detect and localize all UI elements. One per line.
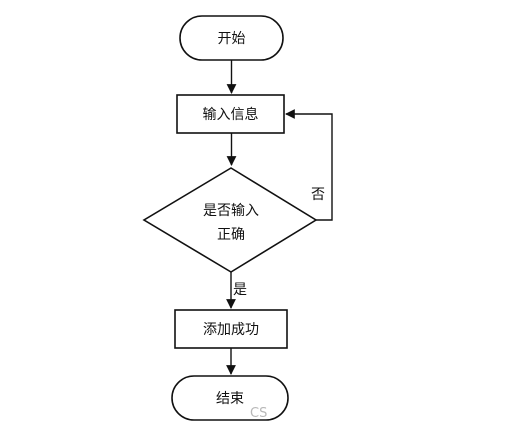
no-label: 否 xyxy=(311,187,325,203)
decision-label-line1: 是否输入 xyxy=(203,203,259,219)
decision-label-line2: 正确 xyxy=(217,227,245,243)
yes-label: 是 xyxy=(233,282,247,298)
input-label: 输入信息 xyxy=(203,106,259,123)
end-label: 结束 xyxy=(216,391,244,407)
input-node: 输入信息 xyxy=(176,94,285,134)
start-node: 开始 xyxy=(179,15,284,61)
decision-node: 是否输入 正确 xyxy=(142,167,318,273)
end-node: 结束 xyxy=(171,375,289,421)
success-label: 添加成功 xyxy=(203,322,259,338)
start-label: 开始 xyxy=(218,31,246,47)
success-node: 添加成功 xyxy=(174,309,288,349)
watermark: CS xyxy=(250,406,267,421)
arrow-no-loop xyxy=(285,109,333,221)
